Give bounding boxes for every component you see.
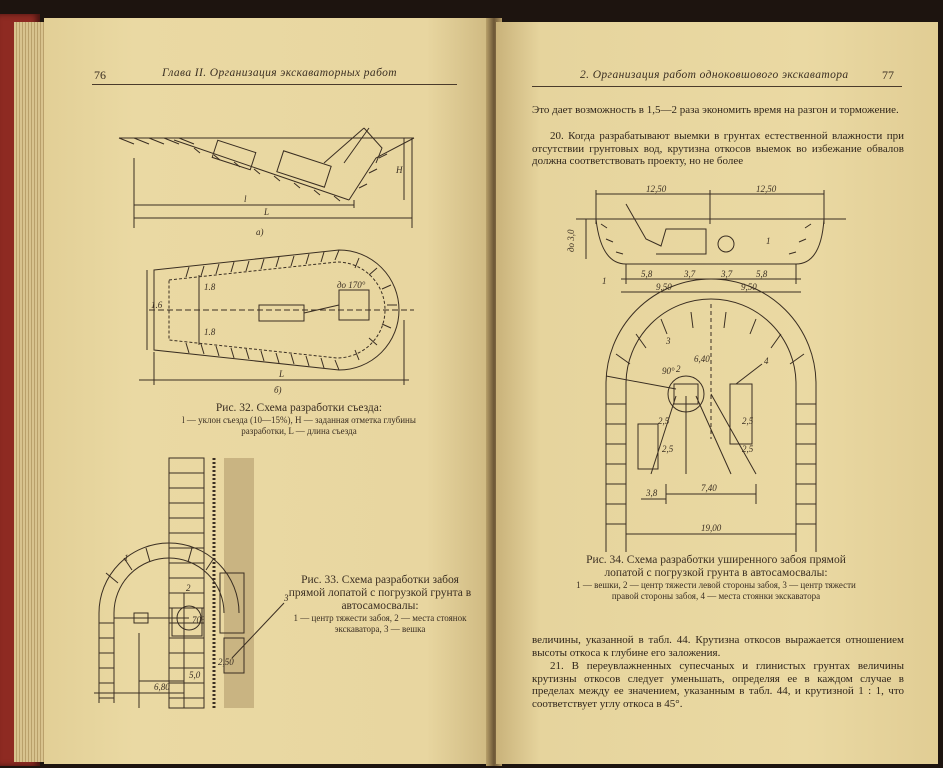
fig33-dim-2: 5,0: [189, 670, 201, 680]
fig34-label-3: 3: [665, 336, 671, 346]
fig34-label-1b: 1: [766, 236, 771, 246]
figure-33-title: Рис. 33. Схема разработки забоя прямой л…: [288, 574, 472, 612]
header-rule-left: [92, 84, 457, 85]
fig34-label-2: 2: [676, 364, 681, 374]
fig34-dim-13: 2,5: [742, 416, 754, 426]
figure-34-title: Рис. 34. Схема разработки уширенного заб…: [586, 554, 846, 579]
fig32b-dim-2: 1.6: [151, 300, 163, 310]
figure-34: 12,50 12,50 до 3,0 1 5,8 3,7 3,7 5,8 9,5…: [566, 184, 856, 552]
fig32b-dim-3: 1.8: [204, 327, 216, 337]
fig32a-label-l: l: [244, 194, 247, 204]
figure-33: 1 2 3 70° 2,50 5,0 6,80: [84, 453, 314, 713]
fig34-dim-16: 7,40: [701, 483, 717, 493]
running-head-left: Глава II. Организация экскаваторных рабо…: [162, 67, 397, 79]
fig33-label-1: 1: [124, 553, 129, 563]
fig34-dim-1: 12,50: [646, 184, 667, 194]
fig32b-dim-1: 1.8: [204, 282, 216, 292]
paragraph-2: 20. Когда разрабатывают выемки в грунтах…: [532, 130, 904, 168]
figure-32b: 1.8 1.6 1.8 до 170° L б): [139, 240, 429, 395]
fig32b-sublabel: б): [274, 385, 282, 395]
figure-32-caption: Рис. 32. Схема разработки съезда: l — ук…: [164, 402, 434, 437]
figure-33-caption: Рис. 33. Схема разработки забоя прямой л…: [284, 574, 476, 635]
figure-34-legend: 1 — вешки, 2 — центр тяжести левой сторо…: [576, 580, 856, 601]
paragraph-3-text: величины, указанной в табл. 44. Крутизна…: [532, 634, 904, 659]
figure-34-caption: Рис. 34. Схема разработки уширенного заб…: [576, 554, 856, 602]
fig33-angle: 70°: [192, 615, 205, 625]
fig34-dim-17: 19,00: [701, 523, 722, 533]
fig33-dim-3: 6,80: [154, 682, 170, 692]
header-rule-right: [532, 86, 902, 87]
fig34-angle: 90°: [662, 366, 675, 376]
figure-32-title: Рис. 32. Схема разработки съезда:: [215, 402, 383, 414]
fig34-dim-3: до 3,0: [566, 229, 576, 252]
paragraph-1-text: Это дает возможность в 1,5—2 раза эконом…: [532, 104, 899, 116]
paragraph-3: величины, указанной в табл. 44. Крутизна…: [532, 634, 904, 659]
page-number-right: 77: [882, 68, 894, 82]
fig34-dim-15: 3,8: [645, 488, 658, 498]
fig34-dim-6: 3,7: [720, 269, 733, 279]
left-page: 76 Глава II. Организация экскаваторных р…: [44, 18, 494, 764]
figure-32-legend: l — уклон съезда (10—15%), H — заданная …: [182, 415, 416, 436]
fig32b-angle: до 170°: [337, 280, 366, 290]
fig34-dim-11: 2,5: [658, 416, 670, 426]
fig34-dim-10: 6,40: [694, 354, 710, 364]
fig34-dim-4: 5,8: [641, 269, 653, 279]
fig32b-label-L: L: [278, 369, 284, 379]
fig32a-label-H: H: [395, 165, 403, 175]
fig34-dim-2: 12,50: [756, 184, 777, 194]
paragraph-4-text: 21. В переувлажненных супесчаных и глини…: [532, 660, 904, 710]
page-number-left: 76: [94, 68, 106, 82]
figure-32a: l L H а): [114, 118, 434, 238]
fig32a-label-L: L: [263, 207, 269, 217]
fig34-dim-12: 2,5: [662, 444, 674, 454]
fig33-dim-1: 2,50: [218, 657, 234, 667]
running-head-right: 2. Организация работ одноковшового экска…: [580, 69, 849, 81]
paragraph-1: Это дает возможность в 1,5—2 раза эконом…: [532, 104, 904, 117]
fig33-label-2: 2: [186, 583, 191, 593]
fig33-label-3: 3: [283, 593, 289, 603]
fig34-dim-9: 9,50: [741, 282, 757, 292]
right-page: 2. Организация работ одноковшового экска…: [496, 22, 938, 764]
fig34-dim-8: 9,50: [656, 282, 672, 292]
fig32a-sublabel: а): [256, 227, 264, 237]
fig34-label-1a: 1: [602, 276, 607, 286]
paragraph-2-text: 20. Когда разрабатывают выемки в грунтах…: [532, 130, 904, 168]
paragraph-4: 21. В переувлажненных супесчаных и глини…: [532, 660, 904, 710]
fig34-dim-7: 5,8: [756, 269, 768, 279]
fig34-dim-14: 2,5: [742, 444, 754, 454]
fig34-label-4: 4: [764, 356, 769, 366]
fig34-dim-5: 3,7: [683, 269, 696, 279]
figure-33-legend: 1 — центр тяжести забоя, 2 — места стоян…: [293, 613, 467, 634]
